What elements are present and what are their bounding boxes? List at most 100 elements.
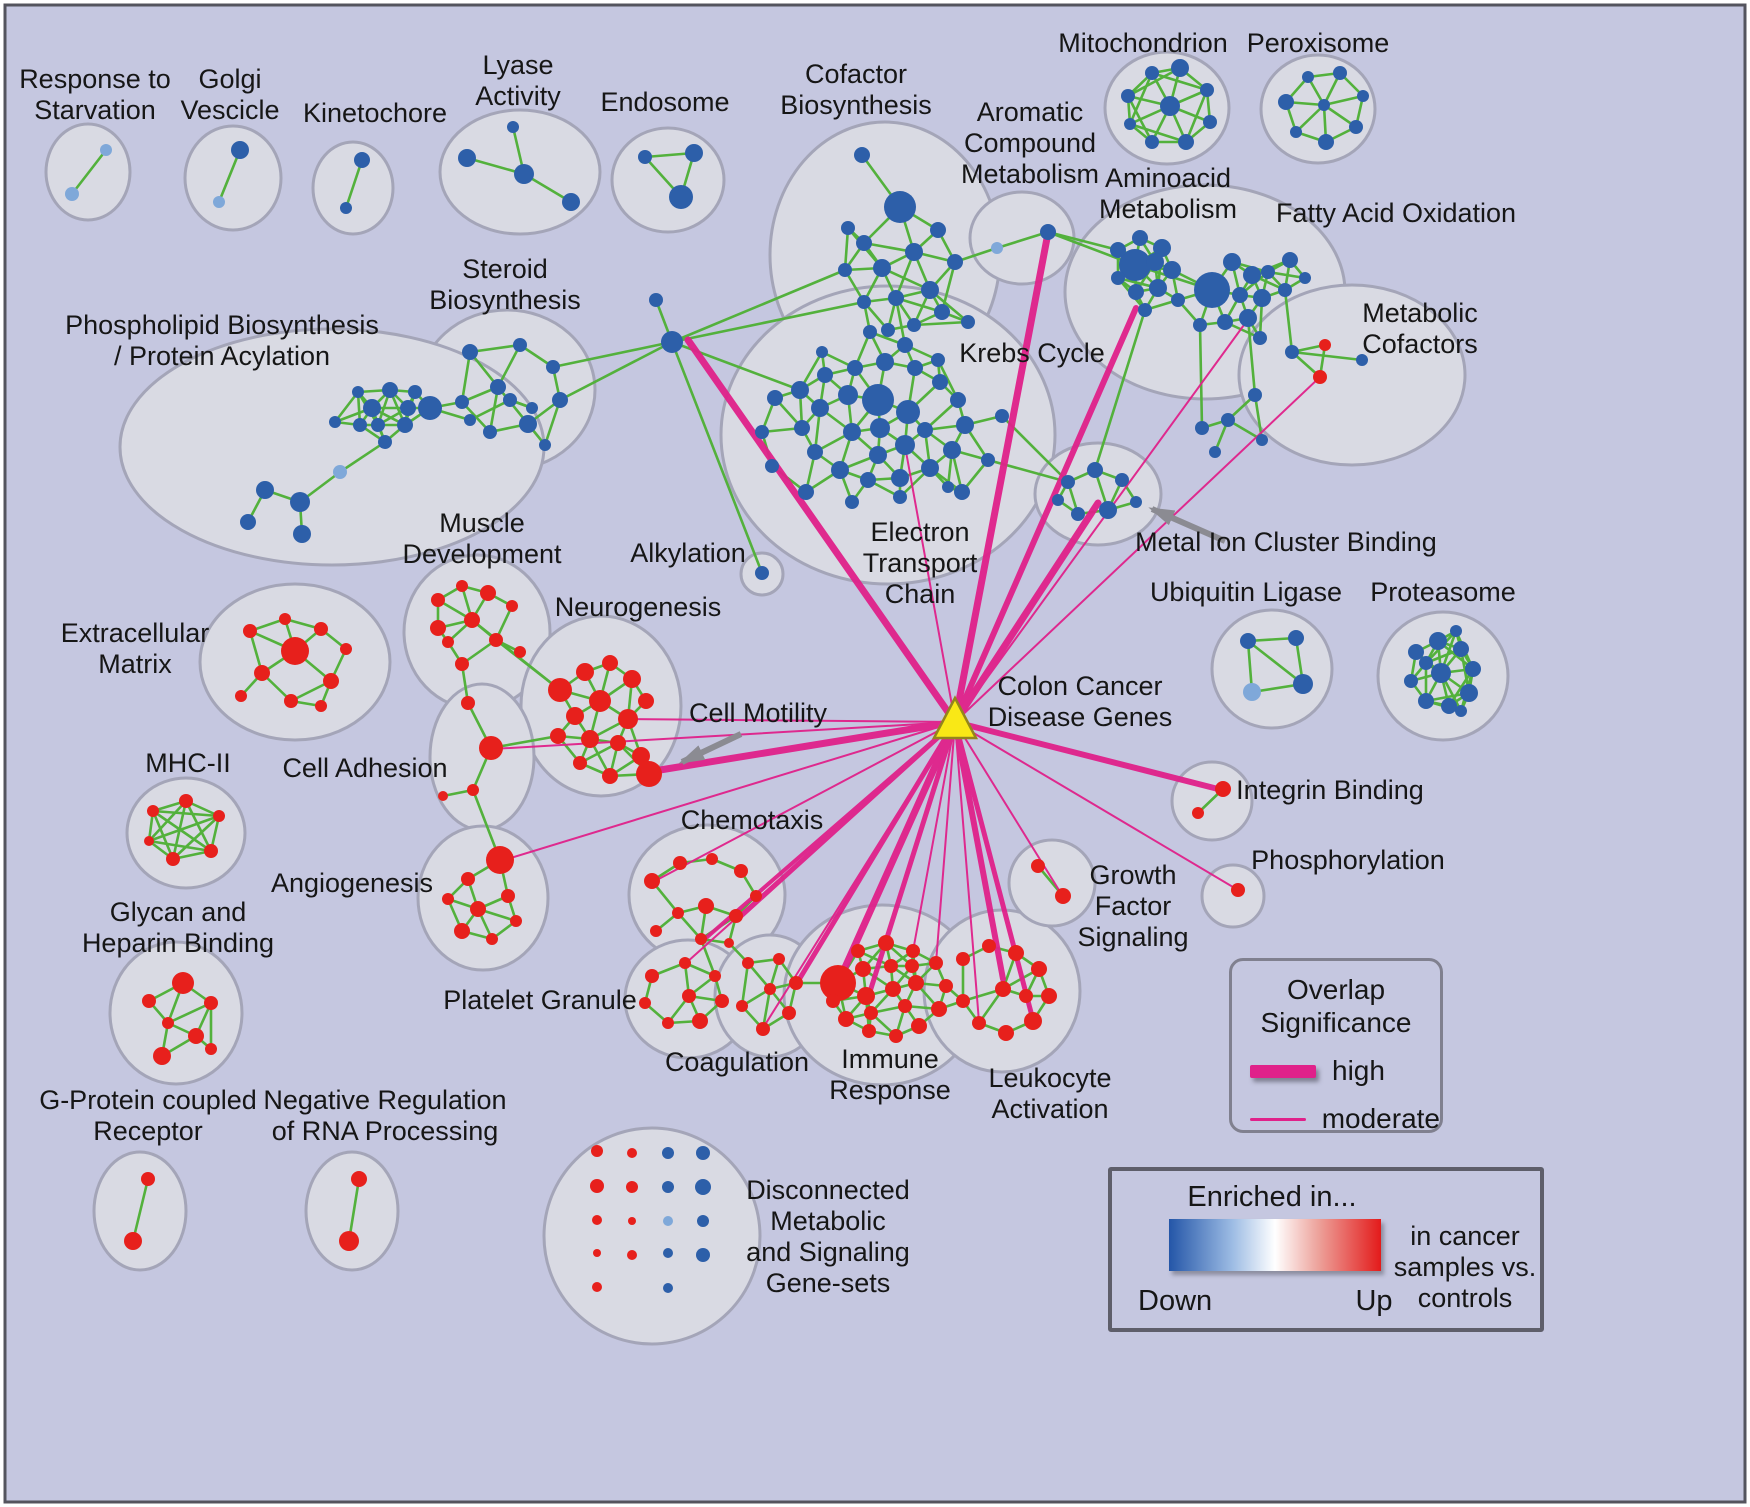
gene-set-node [363,399,381,417]
gene-set-node [661,331,683,353]
edge-metabolic-cofactors [1290,350,1364,362]
edge-mhc-ii [151,809,221,818]
gene-set-node [639,997,651,1009]
gene-set-node [1099,501,1117,519]
gene-set-node [854,147,870,163]
inter-cluster-edge [1046,230,1120,252]
gene-set-node [907,360,923,376]
gene-set-node [514,646,526,658]
gene-set-node [1031,859,1045,873]
gene-set-node [696,1146,710,1160]
gene-set-node [323,673,339,689]
gene-set-node [1121,89,1135,103]
label-cell-motility: Cell Motility [689,698,828,728]
gene-set-node [1195,421,1209,435]
high-significance-edge [951,229,1052,726]
gene-set-node [378,435,392,449]
down-label: Down [1138,1285,1213,1317]
gene-set-node [573,756,587,770]
gene-set-node [627,1250,637,1260]
gene-set-node [340,202,352,214]
gene-set-node [1128,284,1144,300]
gene-set-node [736,1000,748,1012]
gene-set-node [461,872,475,886]
gene-set-node [438,791,448,801]
gene-set-node [905,243,923,261]
edge-mhc-ii [151,809,213,853]
gene-set-node [1041,988,1057,1004]
gene-set-node [610,735,626,751]
gene-set-node [929,956,943,970]
gene-set-node [1253,331,1267,345]
gene-set-node [454,923,470,939]
gene-set-node [166,852,180,866]
gene-set-node [153,1047,171,1065]
gene-set-node [1008,945,1024,961]
gene-set-node [950,392,966,408]
gene-set-node [947,254,963,270]
gene-set-node [662,1017,674,1029]
moderate-significance-edge [954,721,1017,954]
gene-set-node [811,399,829,417]
gene-set-node [455,657,469,671]
label-platelet-granule: Platelet Granule [443,985,637,1015]
gene-set-node [662,1147,674,1159]
gene-set-node [1160,96,1180,116]
gene-set-node [1285,345,1299,359]
gene-set-node [934,304,950,320]
gene-set-node [290,492,310,512]
moderate-significance-edge [954,721,980,1023]
gene-set-node [593,1249,601,1257]
gene-set-node [636,761,662,787]
gene-set-node [142,994,156,1008]
gene-set-node [1119,249,1151,281]
gene-set-node [855,961,871,977]
gene-set-node [1319,339,1331,351]
gene-set-node [662,1181,674,1193]
moderate-significance-edge [904,445,956,723]
gene-set-node [1146,253,1164,271]
gene-set-node [685,144,703,162]
gene-set-node [1278,283,1292,297]
bubble-metabolic-cofactors [1237,283,1467,467]
gene-set-node [397,417,413,433]
gene-set-node [353,418,367,432]
gene-set-node [1163,261,1181,279]
label-neurogenesis: Neurogenesis [555,592,722,622]
gene-set-node [333,465,347,479]
gene-set-node [817,367,833,383]
gene-set-node [632,747,650,765]
enrichment-gradient-bar [1169,1219,1381,1271]
edge-negative-regulation-rna [347,1177,361,1243]
edge-mitochondrion [1128,71,1154,126]
gene-set-node [1313,370,1327,384]
gene-set-node [917,422,933,438]
gene-set-node [888,290,904,306]
gene-set-node [884,191,916,223]
bubble-aromatic-compound-metabolism [968,190,1076,286]
gene-set-node [956,416,974,434]
gene-set-node [1209,446,1221,458]
edge-phospholipid-protein-acylation [468,398,512,422]
gene-set-node [1192,807,1204,819]
gene-set-node [486,846,514,874]
gene-set-node [841,221,855,235]
gene-set-node [1460,684,1478,702]
gene-set-node [513,338,527,352]
gene-set-node [462,344,478,360]
moderate-significance-edge [685,721,956,964]
gene-set-node [240,514,256,530]
enrichment-note: in cancer samples vs. controls [1393,1221,1537,1313]
edge-kinetochore [344,158,364,210]
gene-set-node [862,1024,876,1038]
legend-overlap-significance: Overlap Significance high moderate [1229,958,1443,1134]
gene-set-node [1418,693,1434,709]
gene-set-node [1465,661,1481,677]
label-phospholipid-protein-acylation: Phospholipid Biosynthesis/ Protein Acyla… [65,310,379,371]
edge-mhc-ii [147,799,188,843]
edge-steroid-biosynthesis [460,350,472,404]
